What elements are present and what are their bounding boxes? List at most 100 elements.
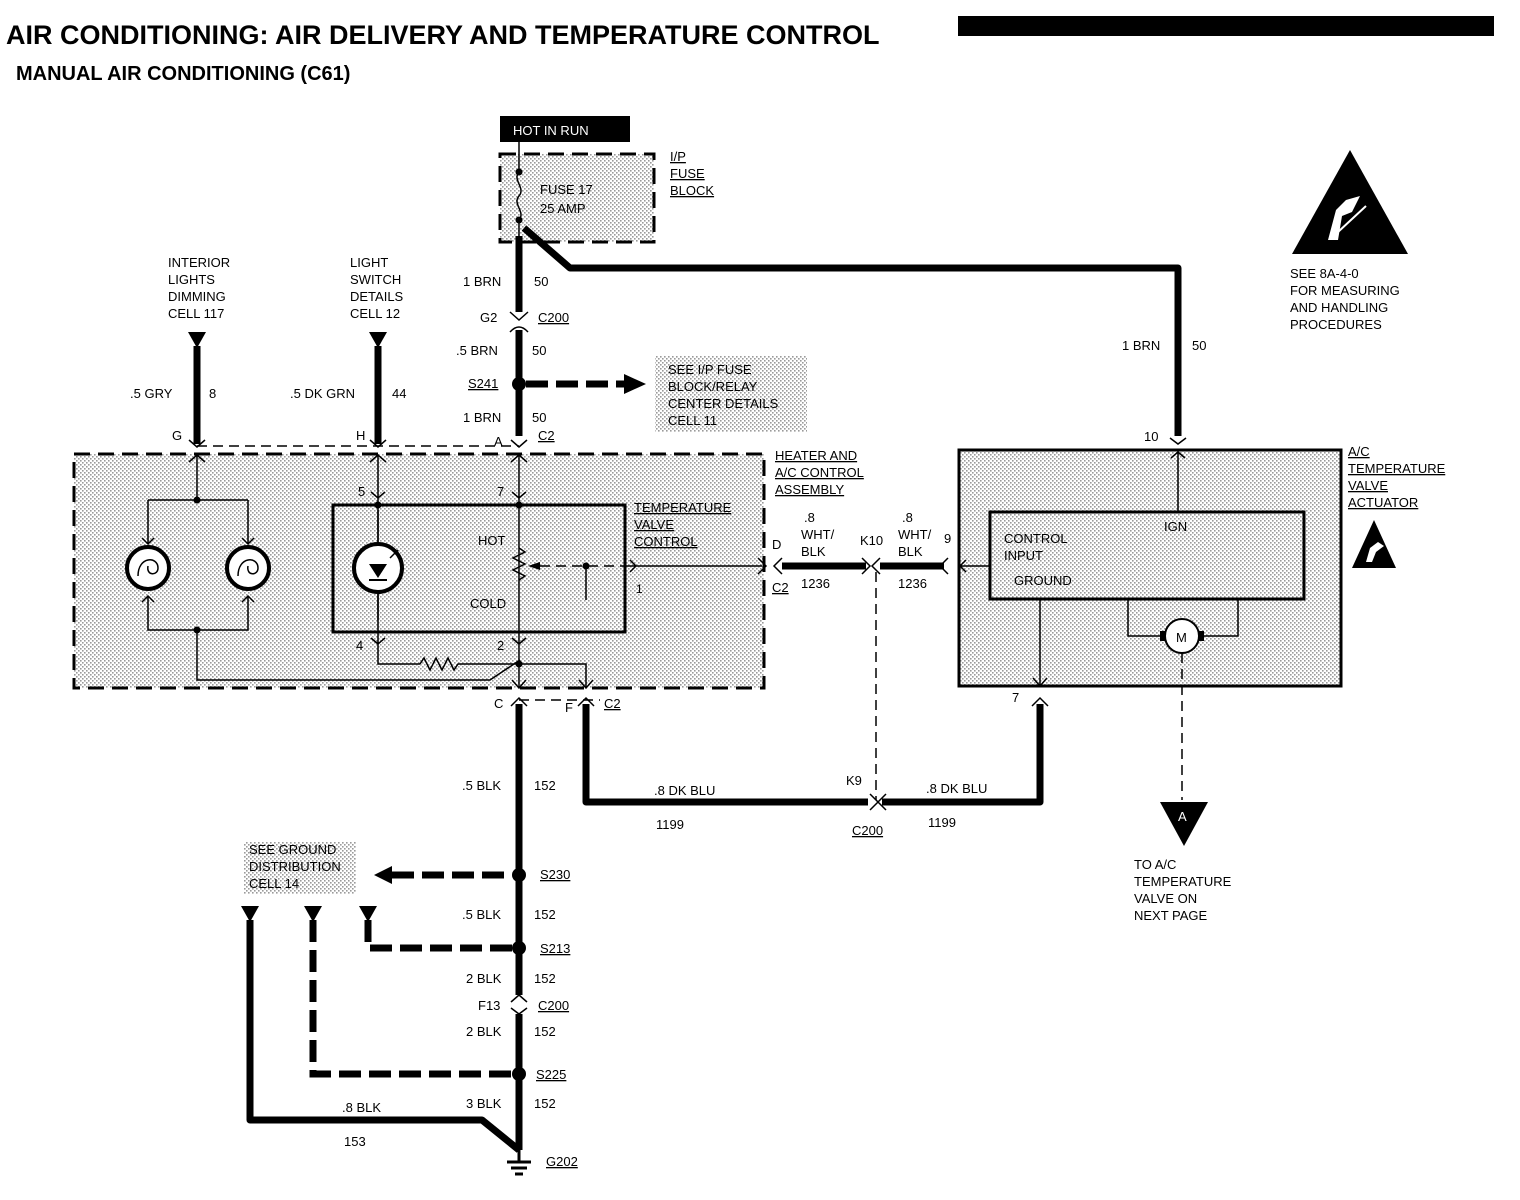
tvc-junction-5 xyxy=(374,501,382,509)
connector-c2-label-b: C2 xyxy=(604,696,621,711)
socket-h xyxy=(369,454,387,463)
pin-10-label: 10 xyxy=(1144,429,1158,444)
wire-blk4-size: 2 BLK xyxy=(466,1024,502,1039)
wire-dkblu xyxy=(582,704,1044,806)
input-label: INPUT xyxy=(1004,548,1043,563)
wire-blk6-size: .8 BLK xyxy=(342,1100,381,1115)
ground-ref-2: DISTRIBUTION xyxy=(249,859,341,874)
wire-blk4-num: 152 xyxy=(534,1024,556,1039)
socket-f xyxy=(578,679,594,690)
pin-5-label: 5 xyxy=(358,484,365,499)
wire-blk2-num: 152 xyxy=(534,907,556,922)
wire-2-brn-size: 1 BRN xyxy=(463,410,501,425)
wire-blk2-size: .5 BLK xyxy=(462,907,501,922)
potentiometer-wiper-icon xyxy=(528,562,540,570)
connector-g2-male xyxy=(509,311,529,322)
wire-1-brn-num: 50 xyxy=(534,274,548,289)
ign-label: IGN xyxy=(1164,519,1187,534)
connector-d-label: D xyxy=(772,537,781,552)
connector-c200-label-c: C200 xyxy=(538,998,569,1013)
wire-blk3-num: 152 xyxy=(534,971,556,986)
control-label: CONTROL xyxy=(1004,531,1068,546)
wire-wht1-c: BLK xyxy=(801,544,826,559)
indicator-led-ray xyxy=(389,549,399,559)
motor-circuit xyxy=(1127,599,1239,637)
esd-slash xyxy=(1337,205,1367,233)
interior-ref-3: DIMMING xyxy=(168,289,226,304)
wire-wht2-c: BLK xyxy=(898,544,923,559)
f-pin-wire xyxy=(519,663,587,688)
actuator-input-wire xyxy=(958,559,990,573)
socket-c xyxy=(511,679,527,690)
lamp-1-arrows xyxy=(141,537,155,603)
fuse-rating: 25 AMP xyxy=(540,201,586,216)
wire-s225-dashed xyxy=(309,920,512,1078)
wire-dkblu2-size: .8 DK BLU xyxy=(926,781,987,796)
pin-7-wire xyxy=(511,456,527,632)
connector-h-label: H xyxy=(356,428,365,443)
connector-k9-female xyxy=(876,793,887,811)
tvc-junction-7 xyxy=(515,501,523,509)
wire-gry-size: .5 GRY xyxy=(130,386,173,401)
connector-a-male xyxy=(510,439,528,448)
actuator-ign-wire xyxy=(1170,450,1186,512)
connector-f13-male xyxy=(510,994,528,1003)
fuse-terminal-top xyxy=(515,168,523,176)
connector-c-label: C xyxy=(494,696,503,711)
wire-05-brn-size: .5 BRN xyxy=(456,343,498,358)
connector-k10-female xyxy=(870,557,881,575)
splice-s230-label: S230 xyxy=(540,867,570,882)
bulb-1-filament xyxy=(137,559,159,577)
ground-ref-arrow-1-icon xyxy=(241,906,259,922)
pin-9-label: 9 xyxy=(944,531,951,546)
actuator-label-2: TEMPERATURE xyxy=(1348,461,1446,476)
wire-2-brn-num: 50 xyxy=(532,410,546,425)
cold-label: COLD xyxy=(470,596,506,611)
heater-label-1: HEATER AND xyxy=(775,448,857,463)
connector-d-male xyxy=(757,557,768,575)
light-ref-3: DETAILS xyxy=(350,289,404,304)
page-subtitle: MANUAL AIR CONDITIONING (C61) xyxy=(16,63,350,85)
wire-dkblu1-num: 1199 xyxy=(656,817,684,832)
actuator-label-4: ACTUATOR xyxy=(1348,495,1418,510)
ground-ref-1: SEE GROUND xyxy=(249,842,336,857)
arrow-ground-ref-icon xyxy=(374,866,392,884)
wire-blk6-num: 153 xyxy=(344,1134,366,1149)
wire-s213-dashed xyxy=(364,920,512,952)
heater-label-2: A/C CONTROL xyxy=(775,465,864,480)
connector-f13-label: F13 xyxy=(478,998,500,1013)
connector-g-label: G xyxy=(172,428,182,443)
tvc-output-wire xyxy=(629,559,762,573)
splice-s213-label: S213 xyxy=(540,941,570,956)
title-bar xyxy=(958,16,1494,36)
wire-blk1-num: 152 xyxy=(534,778,556,793)
connector-c2-label-a: C2 xyxy=(538,428,555,443)
tvc-label-1: TEMPERATURE xyxy=(634,500,732,515)
wire-3-brn-num: 50 xyxy=(1192,338,1206,353)
motor-label: M xyxy=(1176,630,1187,645)
pin-4-wire xyxy=(370,632,420,665)
splice-s230 xyxy=(512,868,526,882)
wire-gry-num: 8 xyxy=(209,386,216,401)
light-ref-arrow-icon xyxy=(369,332,387,348)
next-page-ref-2: TEMPERATURE xyxy=(1134,874,1232,889)
wire-1-brn-size: 1 BRN xyxy=(463,274,501,289)
potentiometer-icon xyxy=(511,547,527,581)
ground-ref-arrow-2-icon xyxy=(304,906,322,922)
ipfuse-ref-4: CELL 11 xyxy=(668,413,717,428)
wire-wht1-num: 1236 xyxy=(801,576,830,591)
esd-note-3: AND HANDLING xyxy=(1290,300,1388,315)
connector-g-male xyxy=(188,439,206,448)
esd-note-1: SEE 8A-4-0 xyxy=(1290,266,1359,281)
esd-hand-small-icon xyxy=(1366,542,1384,562)
connector-c-female xyxy=(510,696,528,707)
interior-ref-1: INTERIOR xyxy=(168,255,230,270)
ground-g202-label: G202 xyxy=(546,1154,578,1169)
bulb-2-filament xyxy=(237,559,259,577)
connector-k10-label: K10 xyxy=(860,533,883,548)
wire-blk5-num: 152 xyxy=(534,1096,556,1111)
tvc-label-3: CONTROL xyxy=(634,534,698,549)
wire-blk3-size: 2 BLK xyxy=(466,971,502,986)
connector-h-male xyxy=(369,439,387,448)
lamp-junction-bottom xyxy=(193,626,201,634)
